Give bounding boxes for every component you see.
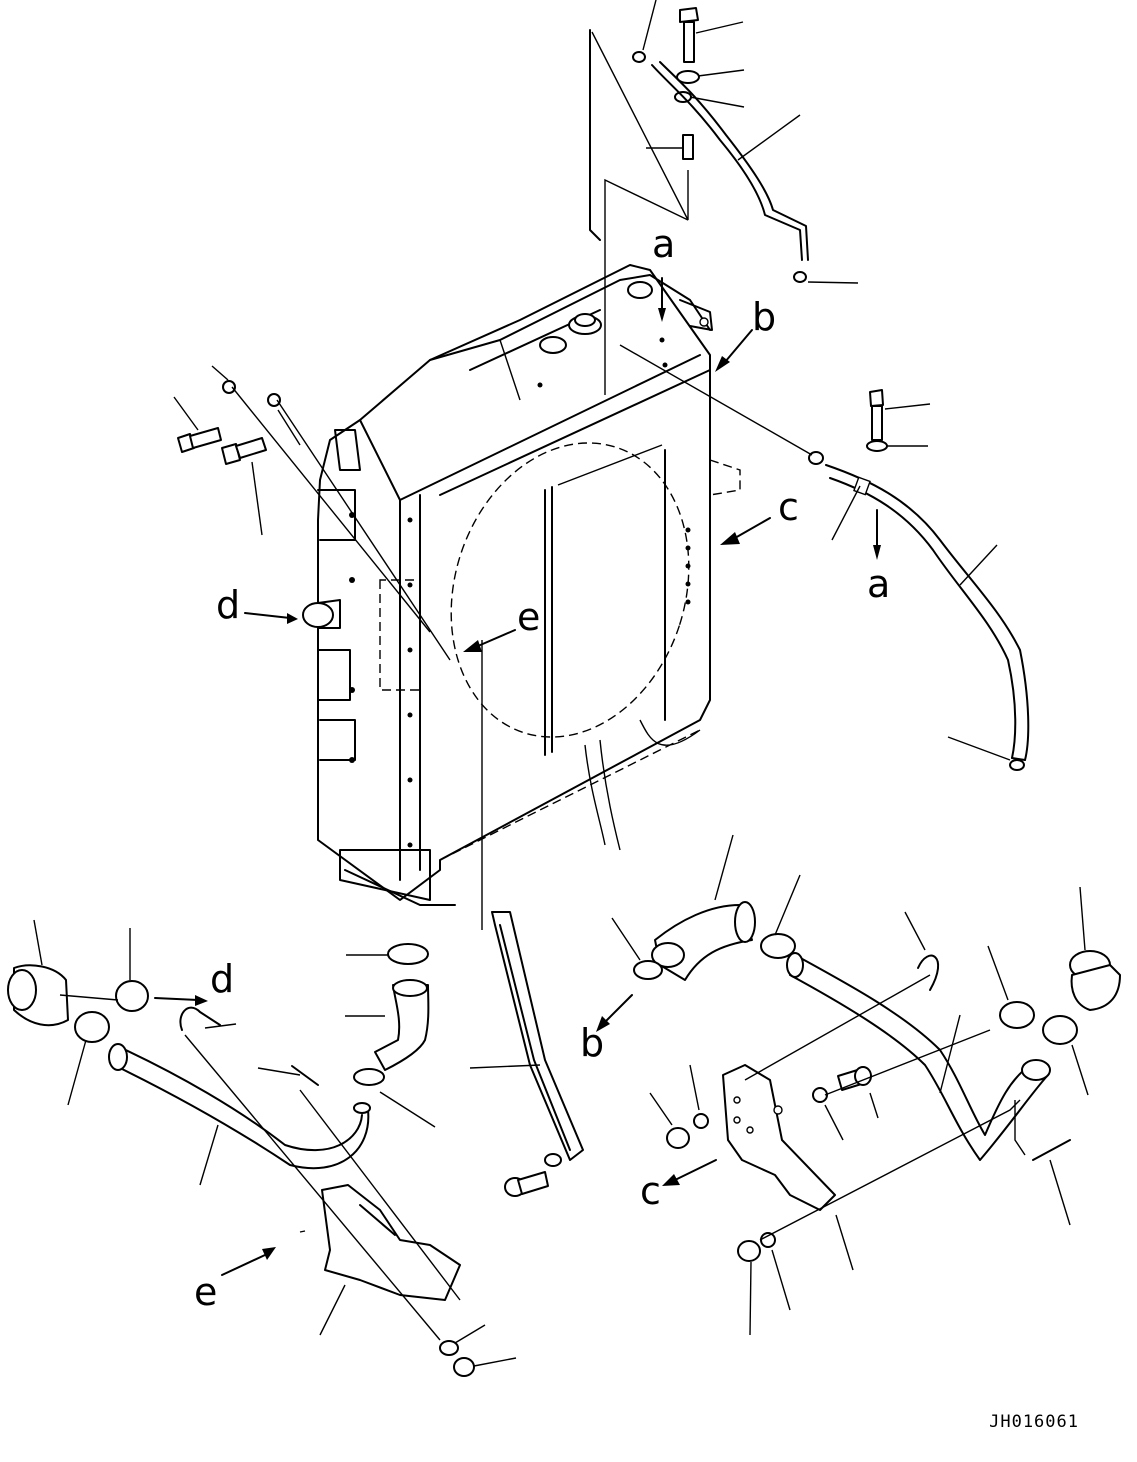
fan-strap-bar xyxy=(469,911,584,1197)
radiator-assembly xyxy=(302,264,741,906)
lower-right-hose-group xyxy=(611,834,1121,1336)
left-bolts xyxy=(173,365,451,661)
callout-label-c-bottom: c xyxy=(640,1169,661,1213)
callout-label-b-top: b xyxy=(752,295,777,339)
callout-label-d-left: d xyxy=(216,583,241,627)
callout-label-e-bottom: e xyxy=(194,1270,218,1314)
callout-arrows xyxy=(154,277,771,1276)
drawing-code: JH016061 xyxy=(989,1412,1079,1432)
right-hose-group xyxy=(808,389,1030,771)
callout-label-a-right: a xyxy=(867,562,891,606)
upper-pipe-group xyxy=(589,0,859,395)
callout-label-b-bottom: b xyxy=(580,1021,605,1065)
callout-label-c-right: c xyxy=(778,485,799,529)
callout-label-a-top: a xyxy=(652,222,676,266)
callout-label-d-bottom: d xyxy=(210,957,235,1001)
callout-label-e-center: e xyxy=(517,595,541,639)
lower-left-hose-group xyxy=(7,919,517,1377)
